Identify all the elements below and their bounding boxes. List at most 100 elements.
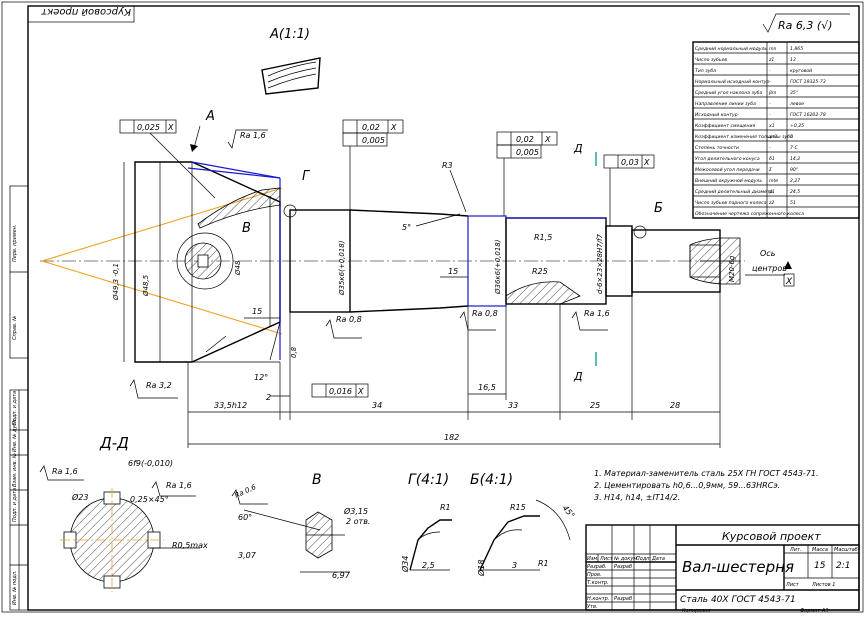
params-cell: Средний делительный диаметр (695, 189, 773, 195)
params-cell: 51 (790, 200, 796, 206)
rough-4: Ra 1,6 (584, 309, 610, 318)
dim-root-diam: Ø48,5 (142, 274, 150, 297)
tb-tkontr: Т.контр. (587, 580, 609, 586)
params-cell: Σ (769, 167, 772, 173)
view-a-tooth (261, 57, 321, 95)
tol-4-base: X (544, 135, 551, 144)
params-cell: Коэффициент изменения толщины зуба (695, 134, 793, 140)
params-cell: - (769, 69, 771, 74)
label-d-top: Д (573, 142, 583, 155)
tb-format: Формат А3 (800, 608, 828, 614)
params-cell: Средний угол наклона зуба (695, 90, 763, 96)
params-cell: z2 (768, 200, 774, 206)
dim-shaft2: Ø36к6(+0,018) (494, 239, 502, 295)
tb-copied: Копировал (682, 608, 711, 614)
params-cell: - (769, 102, 771, 107)
params-cell: 35° (790, 90, 798, 96)
side-text-3: Подп. и дата (12, 391, 18, 425)
params-cell: Исходный контур (695, 112, 738, 118)
rough-5: Ra 3,2 (146, 381, 172, 390)
params-cell: Внешний окружной модуль (695, 178, 762, 184)
dim-outer-diam: Ø49,3 -0,1 (112, 263, 120, 301)
view-g: R1 Ø34 2,5 (400, 503, 452, 573)
general-roughness: Ra 6,3 (√) (762, 13, 850, 33)
g-r1: R1 (440, 503, 451, 512)
params-cell: +0,25 (790, 123, 804, 129)
side-text-2: Справ. № (12, 316, 18, 340)
tol-6-base: X (643, 158, 650, 167)
g-d34: Ø34 (400, 556, 410, 573)
params-cell: Нормальный исходный контур (695, 79, 769, 85)
tb-mass: 15 (814, 561, 826, 571)
pitch-cone-bottom (41, 260, 283, 335)
params-cell: Число зубьев (695, 57, 727, 63)
side-text-6: Подп. и дата (12, 488, 18, 522)
dim-15-head: 15 (252, 307, 262, 316)
v-697: 6,97 (332, 571, 351, 580)
top-stamp-text: Курсовой проект (40, 6, 131, 17)
params-cell: левое (789, 102, 804, 107)
tol-1-base: X (167, 123, 174, 132)
bb-r1: R1 (538, 559, 549, 568)
tb-part-name: Вал-шестерня (682, 558, 794, 576)
note-2: 2. Цементировать h0,6...0,9мм, 59...63HR… (594, 481, 780, 490)
dim-335: 33,5h12 (214, 401, 247, 410)
v-holes: 2 отв. (346, 517, 370, 526)
g-25: 2,5 (422, 561, 435, 570)
notes: 1. Материал-заменитель сталь 25Х ГН ГОСТ… (594, 469, 819, 502)
dd-rough-1: Ra 1,6 (52, 467, 78, 476)
dim-ang5: 5° (402, 223, 411, 232)
view-g-title: Г(4:1) (408, 472, 449, 488)
v-d315: Ø3,15 (343, 506, 368, 516)
tb-lit-head: Лит. (789, 547, 802, 553)
view-v: Ra 0,6 60° Ø3,15 2 отв. 3,07 6,97 (231, 483, 370, 580)
params-cell: ГОСТ 19325-73 (790, 79, 826, 85)
v-ang: 60° (238, 513, 252, 522)
tb-data: Дата (651, 556, 665, 562)
params-cell: Направление линии зуба (695, 101, 756, 107)
tb-izm: Изм. (587, 556, 599, 562)
dim-bore-diam: Ø48 (234, 260, 242, 276)
dim-25: 25 (590, 401, 600, 410)
axis-label: Ось (760, 249, 776, 258)
dim-28: 28 (670, 401, 680, 410)
params-cell: 14,2 (790, 156, 800, 162)
title-block: Изм. Лист № докум. Подп. Дата Разраб. Ра… (585, 524, 860, 614)
bb-ang: 45° (560, 504, 576, 521)
label-d-bottom: Д (573, 370, 583, 383)
params-cell: Тип зуба (695, 68, 716, 74)
dimension-chain: 2 33,5h12 34 16,5 33 25 28 182 (187, 292, 721, 448)
dd-chamfer: 0,25×45° (130, 495, 169, 504)
view-a-title: A(1:1) (269, 27, 310, 42)
side-text-5: Взам. инв. № (12, 453, 18, 487)
dim-165: 16,5 (478, 383, 496, 392)
tolerance-frame-4: 0,03 X (603, 154, 655, 226)
v-rough: Ra 0,6 (233, 483, 257, 500)
section-dd-title: Д-Д (99, 434, 129, 452)
params-cell: Степень точности (695, 145, 739, 151)
side-text-1: Перв. примен. (12, 224, 18, 262)
base-x-label: X (785, 277, 793, 287)
dim-33: 33 (508, 401, 518, 410)
dim-15-shaft: 15 (448, 267, 458, 276)
params-cell: βm (769, 90, 777, 96)
params-cell: mte (769, 178, 778, 184)
tb-project: Курсовой проект (722, 530, 821, 543)
tb-ndoc: № докум. (613, 556, 639, 562)
params-cell: d1 (769, 189, 775, 195)
dim-ang12: 12° (254, 373, 268, 382)
params-cell: 0 (790, 134, 793, 140)
section-dd: Ra 1,6 Ra 1,6 Ø23 6f9(-0,010) 0,25×45° R… (39, 459, 208, 592)
tol-3-value: 0,005 (362, 136, 385, 145)
dim-thread: М20-6g (728, 255, 736, 282)
tb-utv: Утв. (587, 604, 598, 610)
note-1: 1. Материал-заменитель сталь 25Х ГН ГОСТ… (594, 469, 819, 478)
params-cell: z1 (768, 57, 774, 63)
dd-d23: Ø23 (71, 492, 88, 502)
params-cell: - (769, 80, 771, 85)
tb-razrab: Разраб. (587, 564, 607, 570)
params-cell: 2,27 (790, 178, 800, 184)
tol-2-value: 0,02 (362, 123, 380, 132)
tb-scale-head: Масштаб (834, 547, 858, 553)
